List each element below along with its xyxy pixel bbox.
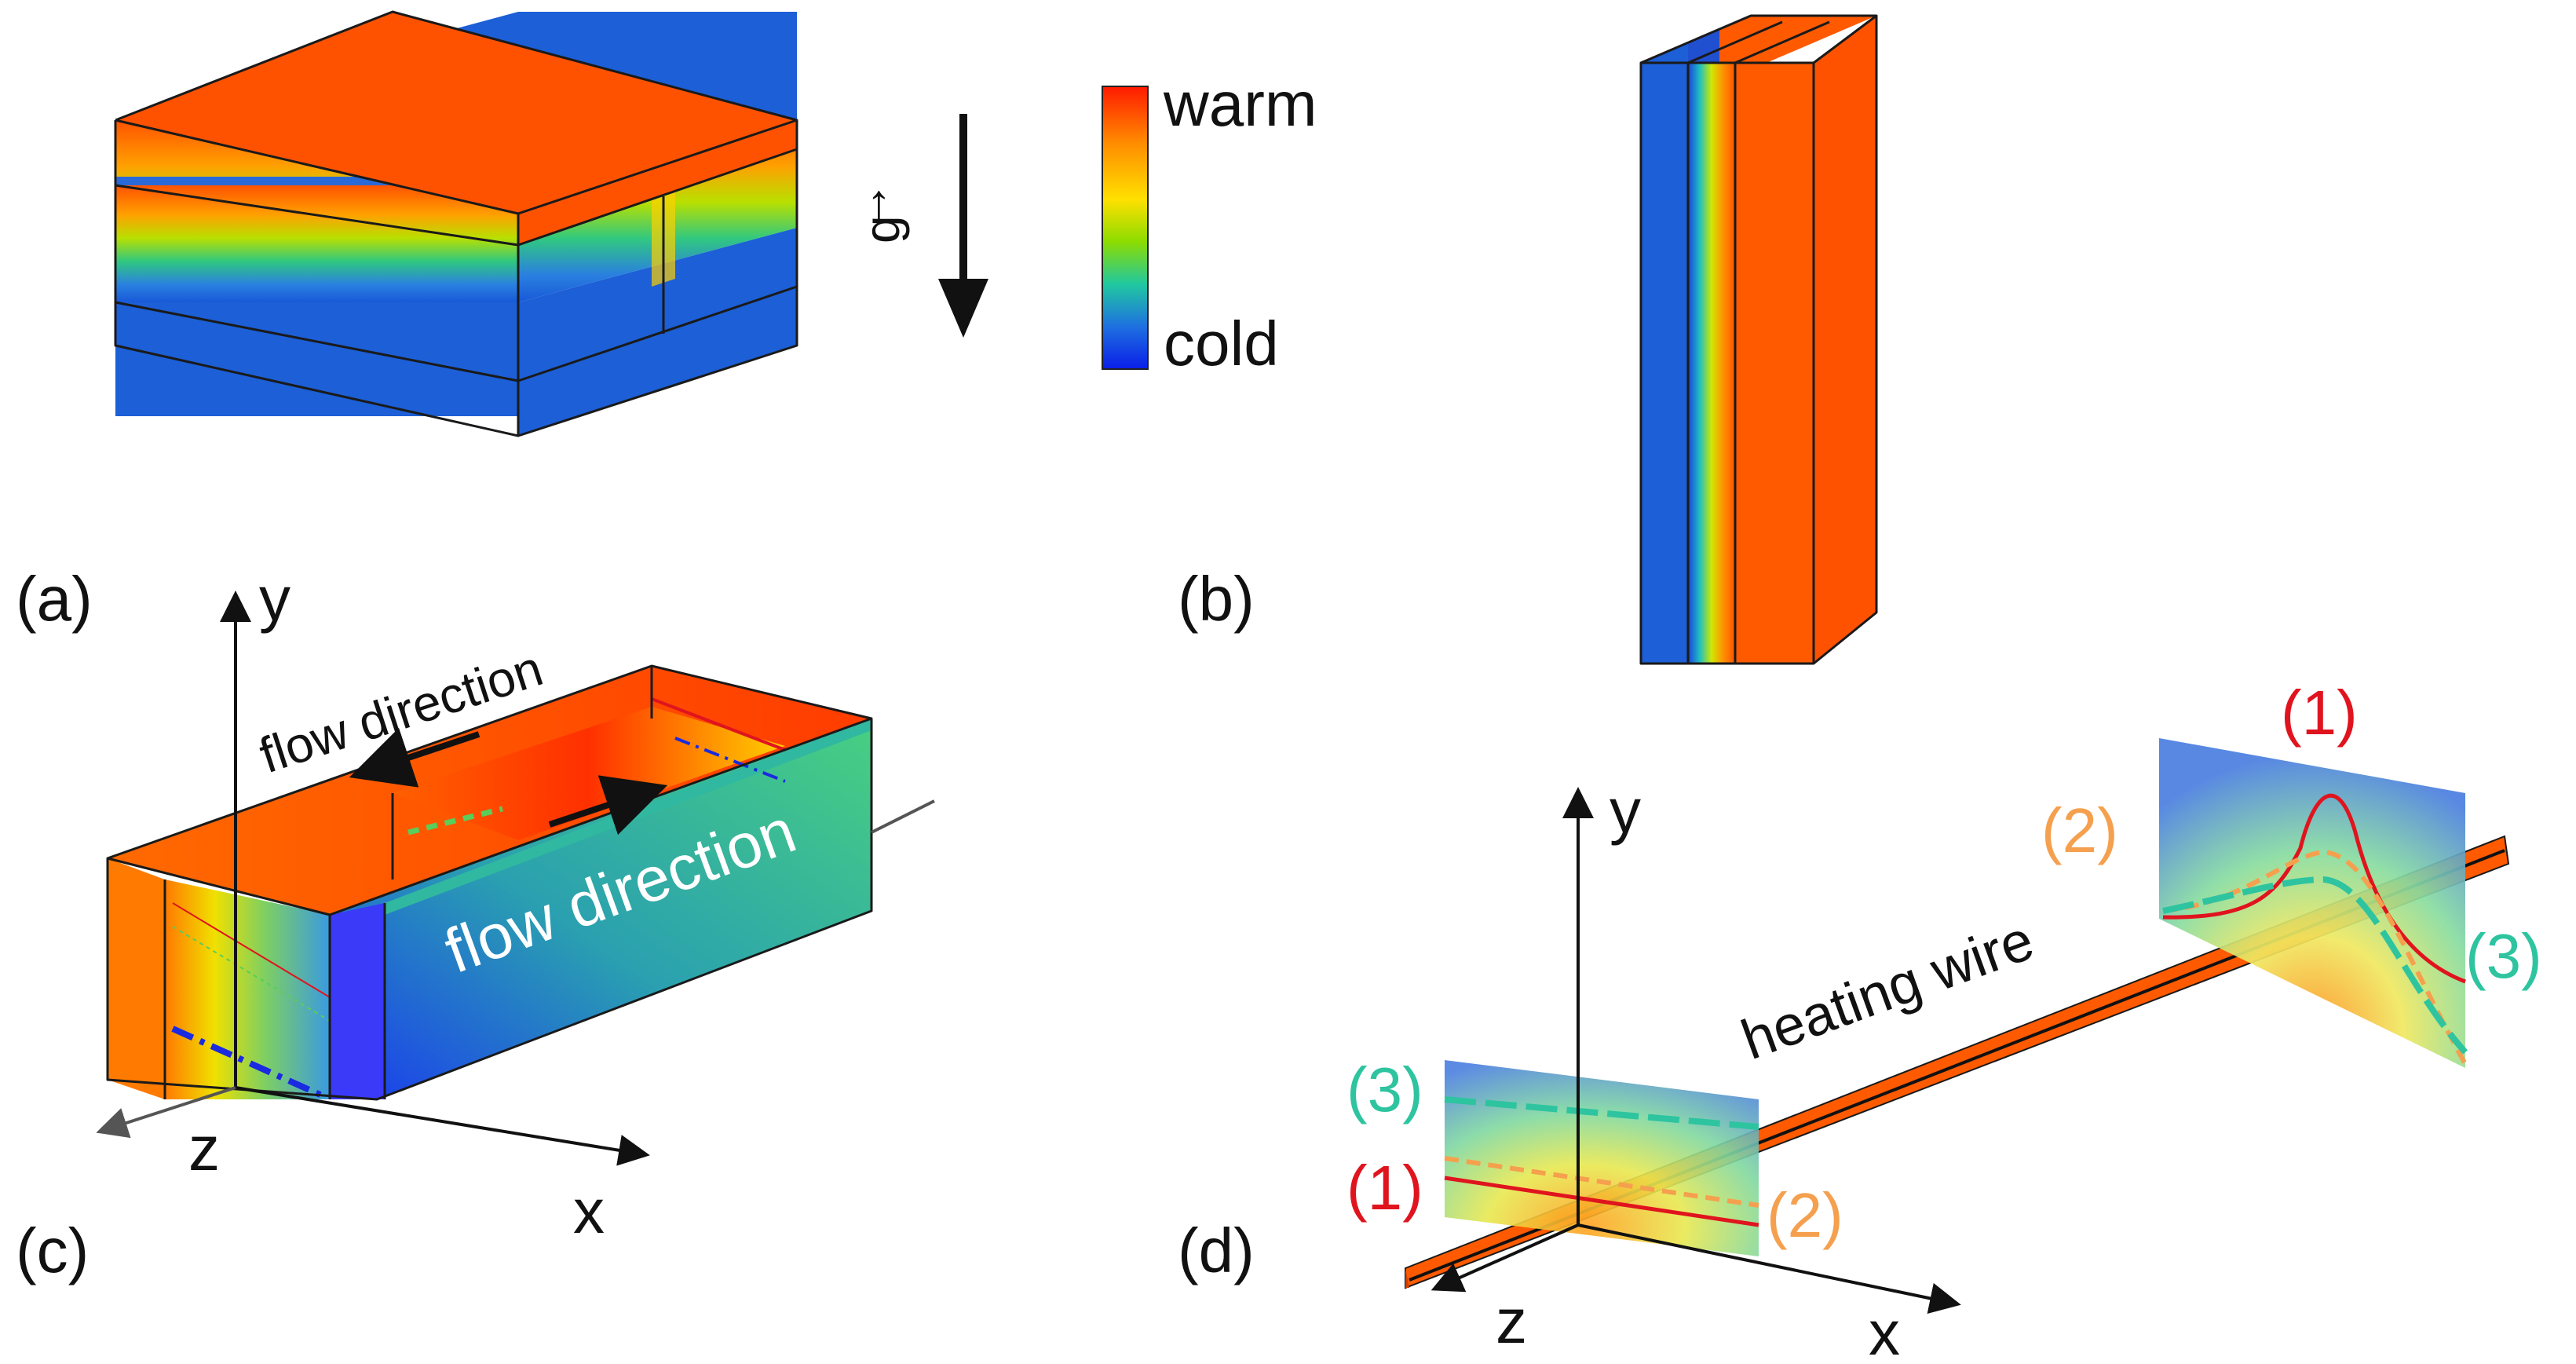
panel-b-slab	[1639, 14, 1878, 665]
panel-d-profile-plane-rear	[2159, 738, 2468, 1068]
panel-d-curve-labels: (1) (2) (3) (3) (1) (2)	[1346, 678, 2542, 1250]
profile-curve-2-rear	[2162, 849, 2468, 1066]
curve-label-3-front: (3)	[1346, 1055, 1423, 1124]
curve-label-1-rear: (1)	[2281, 678, 2358, 748]
panel-d-label: (d)	[1178, 1216, 1255, 1285]
panel-d-axes: y x z	[1431, 776, 1961, 1364]
panel-c-label: (c)	[16, 1216, 89, 1285]
curve-label-3-rear: (3)	[2465, 921, 2542, 991]
panel-c-channel: flow direction flow direction	[106, 639, 873, 1101]
temperature-colorbar: warm cold	[1102, 69, 1317, 378]
curve-label-2-rear: (2)	[2041, 795, 2118, 865]
gravity-vector-mark: →	[842, 181, 898, 231]
panel-d-axis-z: z	[1496, 1286, 1527, 1356]
profile-curve-3-rear	[2162, 876, 2468, 1055]
profile-curve-2-front	[1444, 1156, 1759, 1208]
profile-curve-1-front	[1444, 1176, 1759, 1227]
panel-d-axis-y: y	[1610, 776, 1641, 846]
curve-label-2-front: (2)	[1767, 1180, 1843, 1250]
panel-c-axis-z: z	[188, 1114, 220, 1183]
panel-d-profile-plane-front	[1444, 1060, 1759, 1256]
gravity-indicator: g →	[842, 114, 988, 338]
curve-label-1-front: (1)	[1346, 1153, 1423, 1223]
profile-curve-3-front	[1444, 1096, 1759, 1130]
panel-c-axis-y: y	[259, 564, 290, 634]
colorbar-gradient	[1102, 86, 1149, 370]
gravity-symbol: g	[853, 215, 910, 243]
panel-a-label: (a)	[16, 564, 93, 634]
colorbar-cold-label: cold	[1164, 309, 1279, 378]
panel-c-axis-x: x	[573, 1176, 605, 1246]
panel-b-label: (b)	[1178, 564, 1255, 634]
panel-c-axes: y x z	[96, 564, 935, 1246]
profile-curve-1-rear	[2162, 793, 2466, 984]
panel-a-slab	[114, 10, 798, 437]
panel-d-axis-x: x	[1869, 1298, 1900, 1364]
colorbar-warm-label: warm	[1163, 69, 1317, 139]
